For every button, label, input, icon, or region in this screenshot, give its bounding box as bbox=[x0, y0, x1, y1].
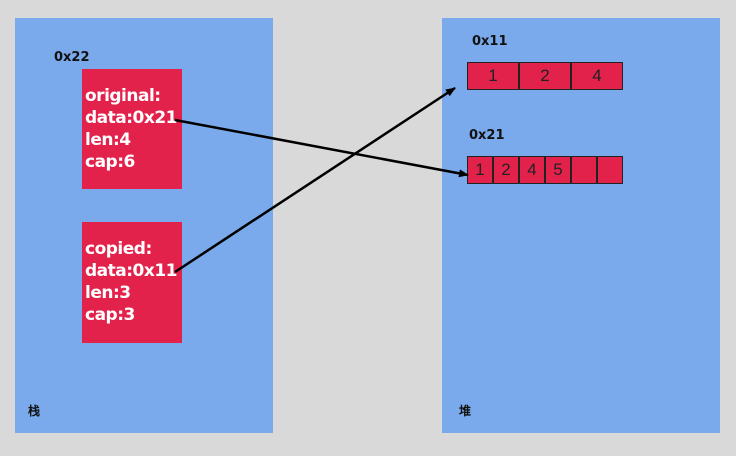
original-slice-header: original: data:0x21 len:4 cap:6 bbox=[82, 69, 182, 189]
array-large-cell: 1 bbox=[467, 156, 493, 184]
array-large-cell: 4 bbox=[519, 156, 545, 184]
heap-label: 堆 bbox=[459, 404, 472, 418]
array-small-cell: 1 bbox=[467, 62, 519, 90]
array-large-cell bbox=[597, 156, 623, 184]
copied-len: len:3 bbox=[85, 283, 131, 303]
copied-cap: cap:3 bbox=[85, 305, 135, 325]
array-large-cell: 5 bbox=[545, 156, 571, 184]
heap-array-small-address: 0x11 bbox=[472, 34, 508, 49]
copied-data-pointer: data:0x11 bbox=[85, 261, 178, 281]
heap-array-large-address: 0x21 bbox=[469, 128, 505, 143]
copied-to-heap-arrow bbox=[174, 86, 456, 274]
copied-slice-header: copied: data:0x11 len:3 cap:3 bbox=[82, 222, 182, 343]
heap-array-small: 1 2 4 bbox=[467, 62, 623, 90]
stack-address: 0x22 bbox=[54, 50, 90, 65]
heap-array-large: 1 2 4 5 bbox=[467, 156, 623, 184]
array-large-cell: 2 bbox=[493, 156, 519, 184]
original-cap: cap:6 bbox=[85, 152, 135, 172]
stack-label: 栈 bbox=[28, 404, 41, 418]
array-large-cell bbox=[571, 156, 597, 184]
array-small-cell: 4 bbox=[571, 62, 623, 90]
array-small-cell: 2 bbox=[519, 62, 571, 90]
copied-name: copied: bbox=[85, 239, 152, 259]
stack-panel: 0x22 original: data:0x21 len:4 cap:6 cop… bbox=[15, 18, 273, 433]
original-name: original: bbox=[85, 86, 161, 106]
heap-panel: 0x11 1 2 4 0x21 1 2 4 5 堆 bbox=[442, 18, 720, 433]
original-data-pointer: data:0x21 bbox=[85, 108, 178, 128]
original-len: len:4 bbox=[85, 130, 131, 150]
original-to-heap-arrow bbox=[174, 118, 469, 178]
